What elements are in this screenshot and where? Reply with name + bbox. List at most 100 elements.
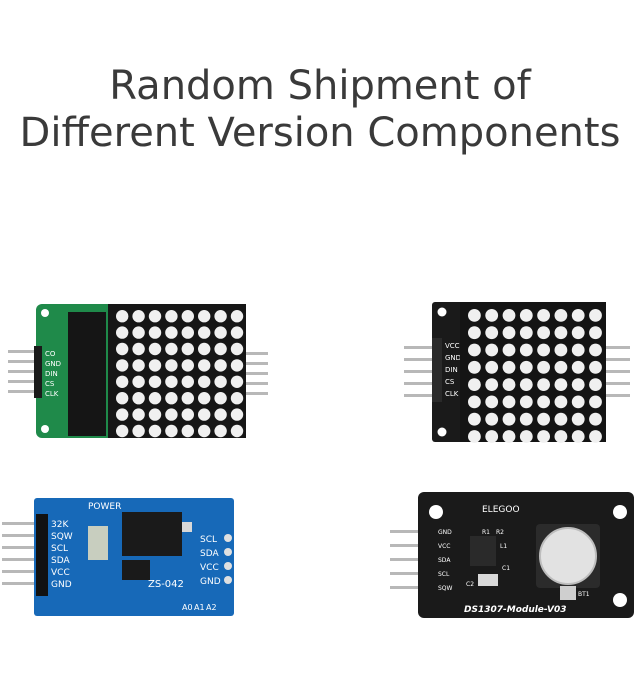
pin-label: CS bbox=[445, 378, 455, 386]
led-dot bbox=[502, 430, 516, 443]
led-dot bbox=[116, 342, 129, 356]
led-dot bbox=[519, 395, 533, 409]
led-dot bbox=[116, 424, 129, 438]
led-dot bbox=[181, 408, 194, 421]
led-dot bbox=[554, 360, 568, 374]
led-dot bbox=[571, 395, 585, 409]
pin-label: DIN bbox=[45, 370, 58, 378]
led-dot bbox=[502, 378, 516, 391]
pin-label: SDA bbox=[51, 556, 70, 566]
led-dot bbox=[214, 408, 227, 421]
pin-label: CLK bbox=[445, 390, 459, 398]
led-dot bbox=[519, 309, 533, 322]
led-grid bbox=[468, 309, 602, 443]
led-dot bbox=[571, 412, 585, 426]
part-label: C1 bbox=[502, 565, 510, 572]
led-dot bbox=[132, 424, 145, 438]
led-dot bbox=[502, 412, 516, 426]
led-dot bbox=[519, 343, 533, 357]
led-dot bbox=[589, 378, 602, 391]
pin-label: CO bbox=[45, 350, 56, 358]
coin-cell bbox=[539, 527, 597, 585]
model-label: DS1307-Module-V03 bbox=[464, 605, 567, 615]
led-dot bbox=[148, 392, 162, 405]
black-pcb bbox=[418, 492, 634, 618]
pin-label: SCL bbox=[200, 535, 217, 545]
led-dot bbox=[165, 392, 178, 405]
part-label: R2 bbox=[496, 529, 504, 536]
headline-line-2: Different Version Components bbox=[19, 110, 621, 156]
led-dot bbox=[214, 310, 227, 323]
led-dot bbox=[148, 375, 162, 388]
led-dot bbox=[589, 412, 602, 426]
led-dot bbox=[485, 412, 499, 426]
led-dot bbox=[537, 360, 550, 374]
led-dot bbox=[468, 430, 481, 443]
eeprom-chip bbox=[122, 560, 150, 580]
led-dot bbox=[181, 326, 194, 339]
led-matrix-module-green: CO GND DIN CS CLK bbox=[8, 304, 268, 438]
pin-label: VCC bbox=[445, 342, 460, 350]
led-dot bbox=[230, 424, 244, 438]
part-label: L1 bbox=[500, 543, 507, 550]
led-dot bbox=[537, 412, 550, 426]
led-dot bbox=[116, 326, 129, 339]
led-dot bbox=[502, 343, 516, 357]
led-dot bbox=[502, 309, 516, 322]
header-pins-left bbox=[8, 350, 42, 393]
led-dot bbox=[537, 309, 550, 322]
led-dot bbox=[132, 310, 145, 323]
pin-label: GND bbox=[51, 580, 72, 590]
led-dot bbox=[468, 343, 481, 357]
led-dot bbox=[181, 392, 194, 405]
pin-label: GND bbox=[45, 360, 61, 368]
led-dot bbox=[537, 326, 550, 340]
pin-label: SDA bbox=[200, 549, 219, 559]
brand-label: ELEGOO bbox=[482, 505, 520, 515]
led-dot bbox=[165, 375, 178, 388]
led-dot bbox=[485, 309, 499, 322]
led-dot bbox=[468, 326, 481, 340]
led-dot bbox=[571, 326, 585, 340]
led-dot bbox=[148, 310, 162, 323]
pin-label: VCC bbox=[51, 568, 70, 578]
led-dot bbox=[230, 310, 244, 323]
pin-label: SQW bbox=[51, 532, 73, 542]
header-pins-right bbox=[604, 346, 630, 397]
led-dot bbox=[198, 342, 211, 356]
pin-label: DIN bbox=[445, 366, 458, 374]
led-dot bbox=[132, 359, 145, 372]
led-dot bbox=[468, 360, 481, 374]
led-dot bbox=[230, 408, 244, 421]
led-dot bbox=[214, 359, 227, 372]
led-dot bbox=[198, 392, 211, 405]
pin-label: VCC bbox=[200, 563, 219, 573]
led-dot bbox=[485, 430, 499, 443]
led-dot bbox=[519, 412, 533, 426]
led-dot bbox=[485, 343, 499, 357]
battery-label: BT1 bbox=[578, 591, 590, 598]
led-dot bbox=[571, 309, 585, 322]
led-dot bbox=[198, 408, 211, 421]
led-dot bbox=[554, 412, 568, 426]
led-dot bbox=[132, 375, 145, 388]
led-dot bbox=[132, 342, 145, 356]
led-dot bbox=[198, 326, 211, 339]
led-dot bbox=[502, 360, 516, 374]
led-dot bbox=[554, 430, 568, 443]
header-pins-left bbox=[404, 346, 436, 397]
led-dot bbox=[198, 310, 211, 323]
addr-label: A1 bbox=[194, 603, 205, 612]
led-dot bbox=[116, 408, 129, 421]
led-dot bbox=[519, 360, 533, 374]
led-dot bbox=[148, 408, 162, 421]
led-grid bbox=[116, 310, 244, 438]
led-dot bbox=[519, 378, 533, 391]
led-dot bbox=[198, 359, 211, 372]
led-dot bbox=[198, 424, 211, 438]
led-dot bbox=[589, 395, 602, 409]
header-pins-right bbox=[240, 352, 268, 395]
power-label: POWER bbox=[88, 502, 121, 512]
pin-label: CS bbox=[45, 380, 55, 388]
addr-label: A2 bbox=[206, 603, 217, 612]
